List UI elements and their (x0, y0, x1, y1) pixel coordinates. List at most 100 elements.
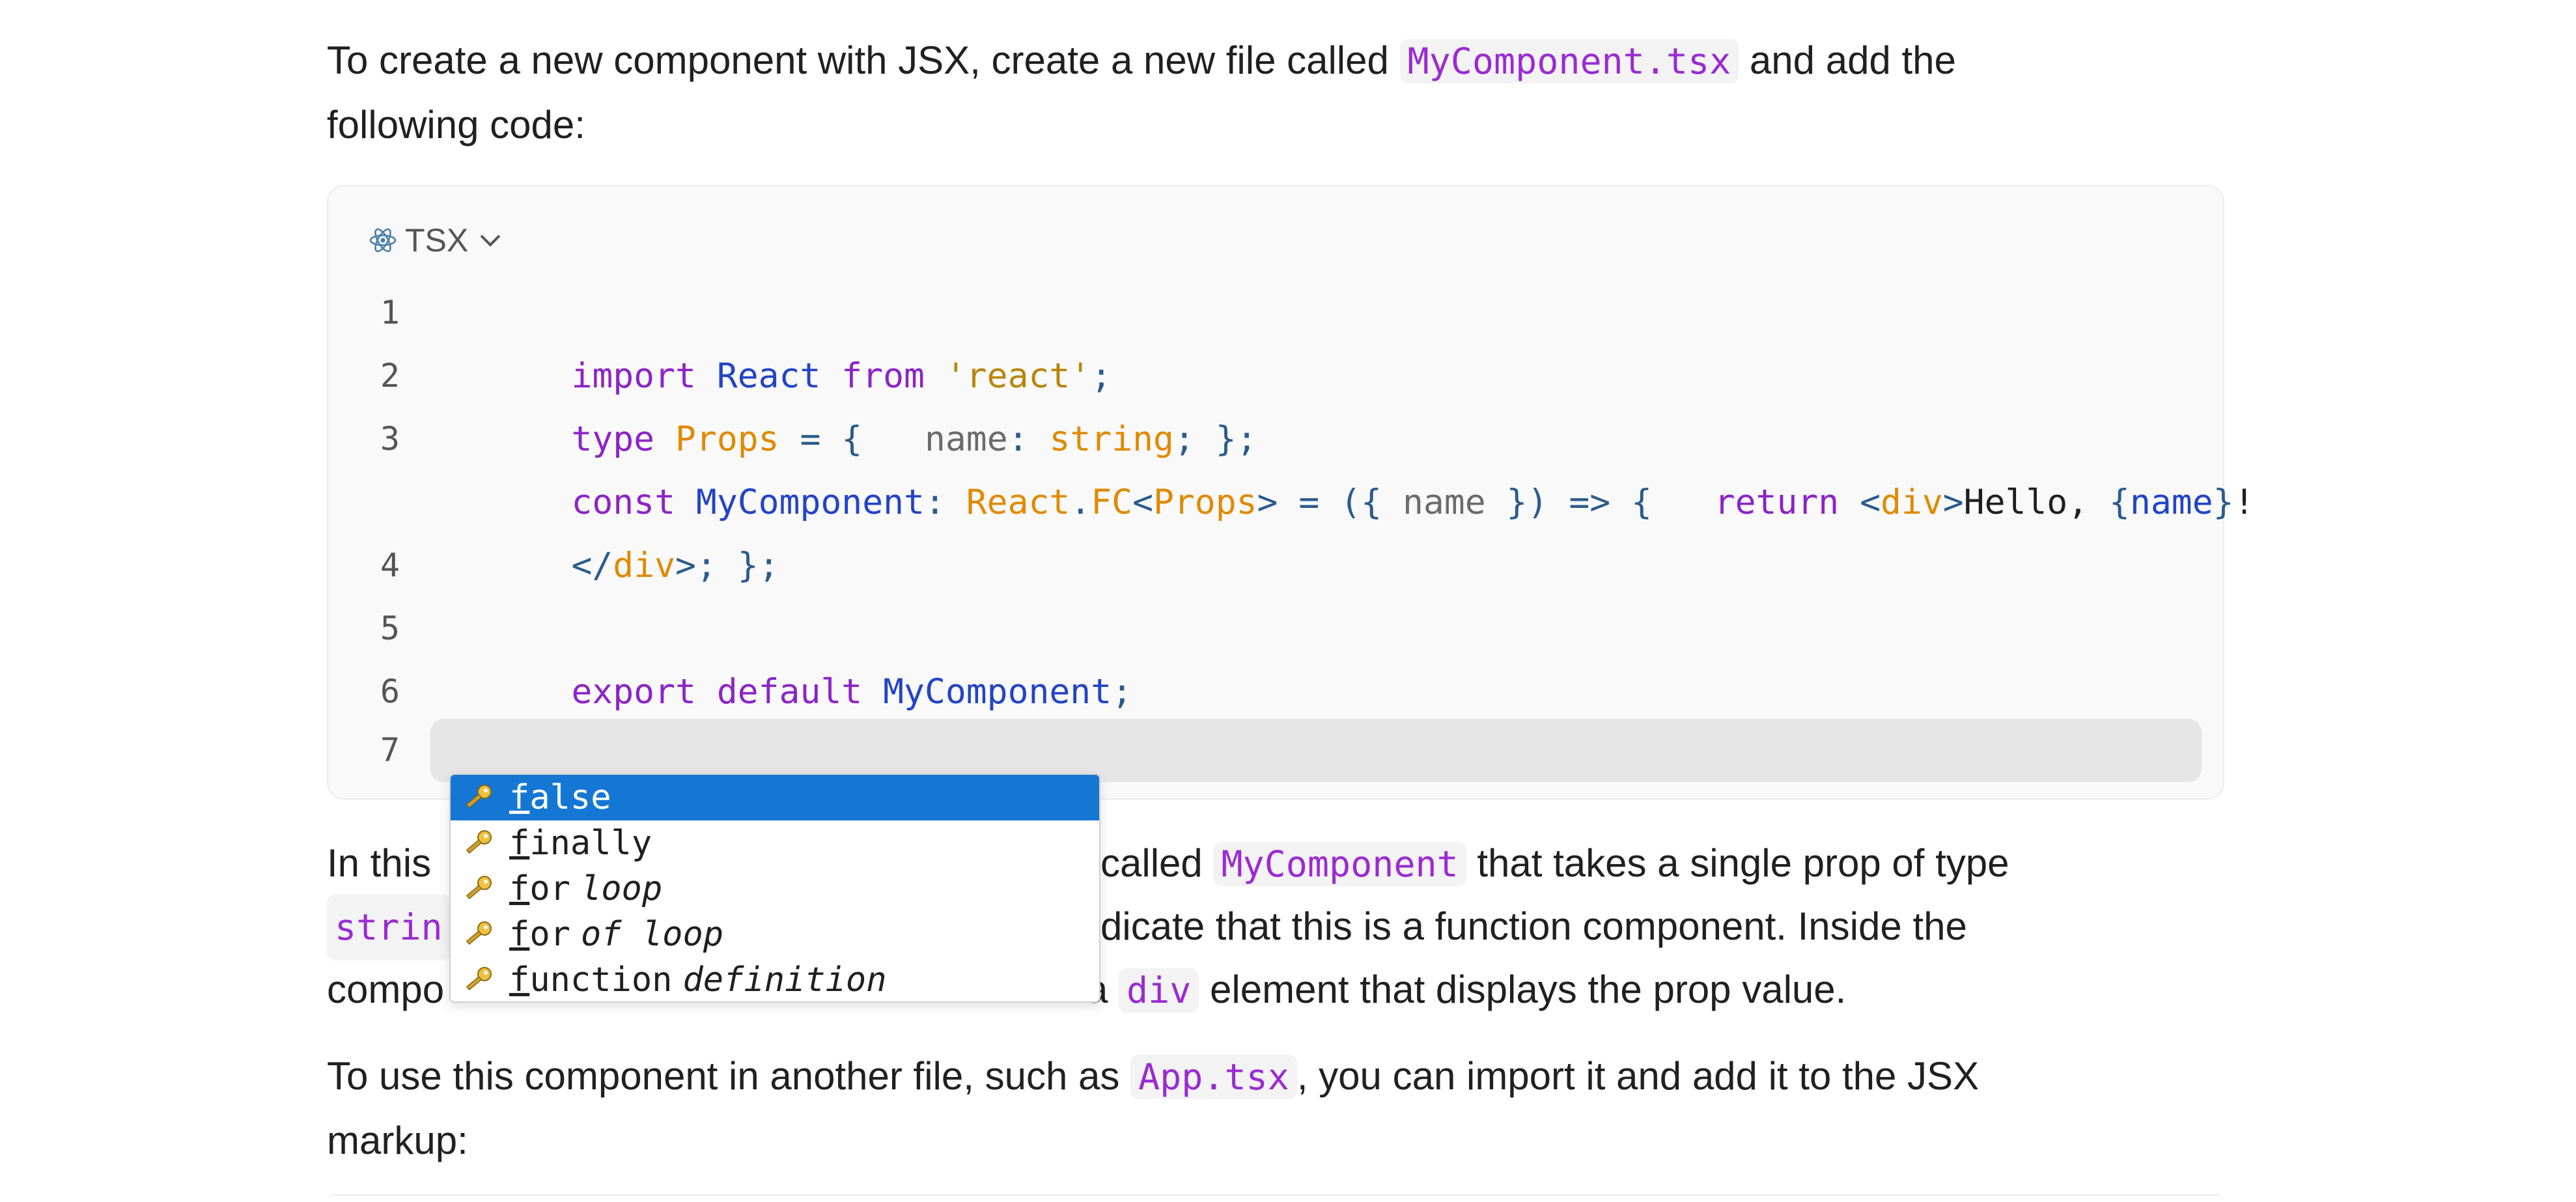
snippet-key-icon (461, 779, 497, 816)
explanation-text: that takes a single prop of type (1466, 841, 2009, 885)
inline-code-div: div (1119, 968, 1199, 1013)
space-token (1278, 482, 1298, 522)
suggestion-detail: loop (580, 869, 663, 908)
inline-code-app-file: App.tsx (1130, 1055, 1297, 1099)
explanation-paragraph: In this called MyComponent that takes a … (327, 832, 2215, 1021)
keyword-token: from (841, 356, 925, 396)
intro-line-1: To create a new component with JSX, crea… (327, 29, 2215, 93)
space-token (945, 482, 966, 522)
code-line-3-wrap[interactable]: </div>; }; (447, 471, 779, 585)
line-number: 3 (380, 420, 400, 458)
language-selector[interactable]: TSX (369, 217, 505, 263)
type-token: FC (1091, 482, 1133, 522)
intro-line-2: following code: (327, 103, 585, 147)
punctuation-token: : (924, 482, 945, 522)
space-token (696, 672, 717, 712)
space-token (1548, 482, 1569, 522)
keyword-token: default (716, 672, 863, 712)
space-token (717, 546, 738, 585)
usage-text: To use this component in another file, s… (327, 1054, 1131, 1098)
punctuation-token: { (841, 419, 863, 459)
chevron-down-icon (476, 226, 505, 255)
code-line-3[interactable]: const MyComponent: React.FC<Props> = ({ … (447, 408, 2254, 522)
line-number: 7 (380, 731, 400, 769)
next-code-block (327, 1194, 2224, 1202)
line-number: 4 (380, 546, 400, 584)
suggestion-match: f (509, 960, 530, 999)
suggestion-match: f (509, 778, 530, 817)
keyword-token: return (1714, 482, 1840, 522)
punctuation-token: < (1860, 482, 1881, 522)
usage-line-2: markup: (327, 1119, 468, 1162)
suggestion-match: f (509, 824, 530, 863)
code-block: TSX 1 2 3 4 5 6 7 import React from 'rea… (327, 185, 2254, 835)
explanation-text: In this (327, 841, 432, 885)
punctuation-token: ; (1173, 419, 1195, 459)
punctuation-token: } (1506, 482, 1528, 522)
punctuation-token: { (1361, 482, 1382, 522)
type-token: Props (675, 419, 779, 459)
inline-code-filename: MyComponent.tsx (1399, 39, 1739, 83)
space-token (1319, 482, 1340, 522)
type-token: string (1049, 419, 1174, 459)
punctuation-token: = (1298, 482, 1320, 522)
suggestion-match: f (509, 869, 530, 908)
identifier-token: React (716, 356, 821, 396)
code-line-7[interactable]: f (447, 719, 597, 835)
punctuation-token: > (675, 546, 696, 585)
code-line-2[interactable]: type Props = { name: string; }; (447, 344, 1257, 459)
space-token (1382, 482, 1403, 522)
explanation-line-3: compo a div element that displays the pr… (327, 958, 2215, 1021)
code-line-1[interactable]: import React from 'react'; (447, 281, 1112, 396)
space-token (1652, 482, 1715, 522)
punctuation-token: < (1132, 482, 1153, 522)
text-token: ! (2233, 482, 2255, 522)
suggestion-label: alse (529, 778, 611, 817)
explanation-text: compo (327, 968, 445, 1011)
space-token (862, 672, 883, 712)
explanation-text-right: called MyComponent that takes a single p… (1100, 832, 2009, 896)
snippet-key-icon (461, 825, 497, 861)
space-token (1610, 482, 1631, 522)
string-token: 'react' (945, 356, 1091, 396)
punctuation-token: { (1631, 482, 1652, 522)
punctuation-token: } (2213, 482, 2234, 522)
explanation-line-2: strin dicate that this is a function com… (327, 895, 2215, 960)
usage-text-end: , you can import it and add it to the JS… (1296, 1054, 1980, 1098)
keyword-token: type (571, 419, 655, 459)
punctuation-token: > (1257, 482, 1278, 522)
react-icon (369, 226, 397, 255)
type-token: Props (1153, 482, 1257, 522)
explanation-text: element that displays the prop value. (1199, 968, 1847, 1011)
type-token: React (966, 482, 1071, 522)
suggestion-label: or (529, 915, 570, 954)
tag-token: div (1881, 482, 1943, 522)
usage-paragraph: To use this component in another file, s… (327, 1044, 2215, 1172)
punctuation-token: : (1007, 419, 1029, 459)
suggestion-label: or (529, 869, 570, 908)
active-line-highlight (430, 719, 2202, 782)
line-number: 5 (380, 609, 400, 647)
suggestion-label: unction (529, 960, 673, 999)
identifier-token: name (2129, 482, 2213, 522)
text-token: Hello, (1963, 482, 2110, 522)
suggestion-detail: definition (682, 960, 887, 999)
line-number: 2 (380, 357, 400, 395)
snippet-key-icon (461, 916, 497, 953)
code-line-5[interactable]: export default MyComponent; (447, 597, 1132, 712)
inline-code-type: strin (327, 895, 451, 960)
language-label: TSX (405, 222, 469, 259)
explanation-text: called (1100, 841, 1214, 885)
snippet-key-icon (461, 871, 497, 907)
space-token (1486, 482, 1507, 522)
tag-token: div (613, 546, 676, 585)
space-token (1839, 482, 1860, 522)
identifier-token: MyComponent (695, 482, 925, 522)
